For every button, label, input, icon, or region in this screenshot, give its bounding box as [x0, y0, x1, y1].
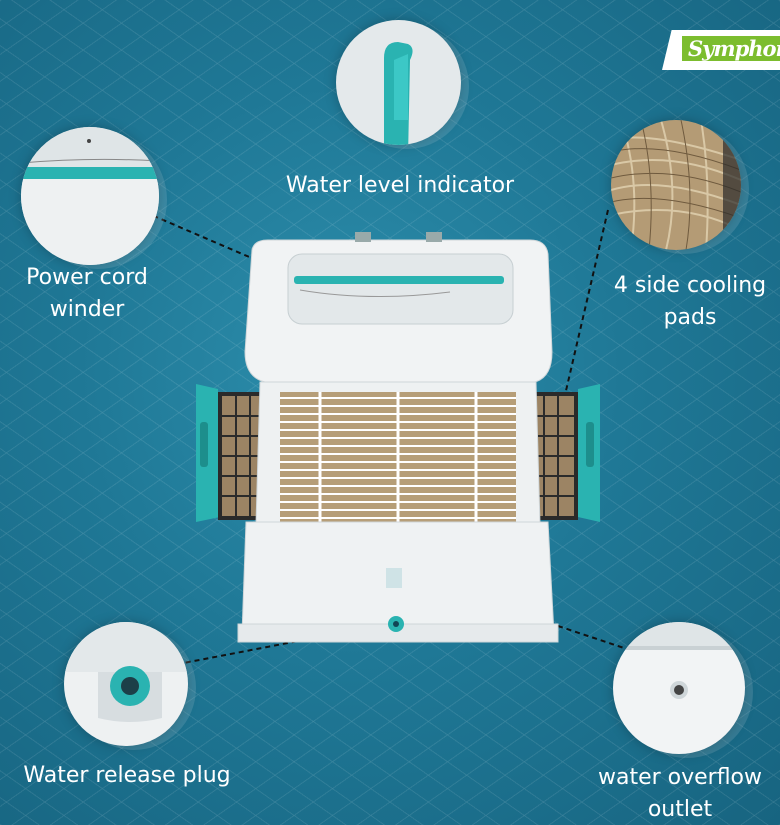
release-plug-closeup — [64, 622, 188, 746]
cooling-pad-closeup — [611, 120, 741, 250]
cooling-pads-label-line1: 4 side cooling — [613, 273, 767, 298]
power-cord-label-line2: winder — [49, 297, 125, 322]
air-cooler-illustration — [196, 232, 600, 643]
overflow-label-line1: water overflow — [597, 765, 763, 790]
power-cord-closeup — [21, 127, 159, 265]
overflow-label-line2: outlet — [647, 797, 713, 822]
water-level-bar — [294, 276, 504, 284]
brand-logo: Symphony — [662, 30, 780, 70]
water-level-closeup — [336, 20, 461, 145]
water-level-label: Water level indicator — [285, 173, 515, 198]
overflow-closeup — [613, 622, 745, 754]
release-plug-label: Water release plug — [23, 763, 231, 788]
brand-logo-text: Symphony — [682, 36, 780, 61]
cooling-pads-label-line2: pads — [663, 305, 717, 330]
power-cord-label-line1: Power cord — [26, 265, 148, 290]
cooling-pads-label: 4 side cooling pads — [600, 270, 780, 334]
power-cord-label: Power cord winder — [12, 262, 162, 326]
overflow-label: water overflow outlet — [580, 762, 780, 825]
